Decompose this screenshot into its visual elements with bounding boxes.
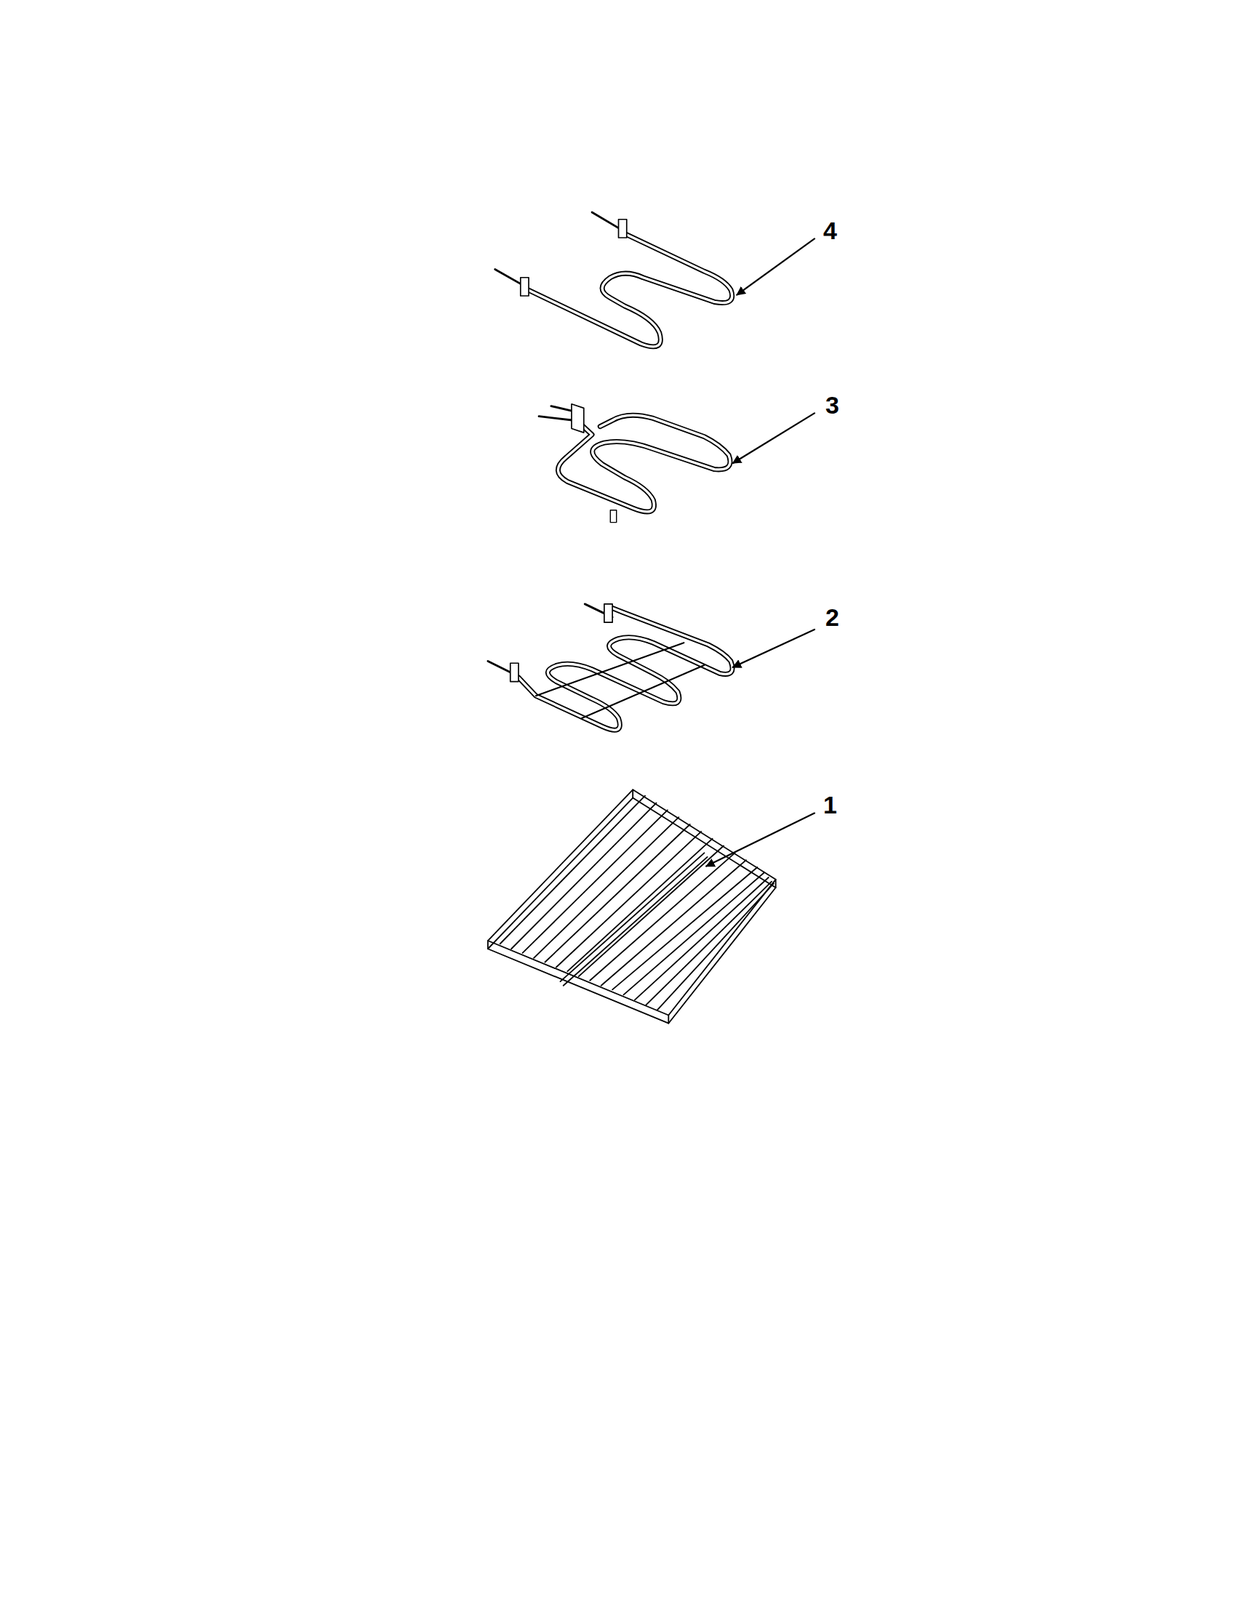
callout-number: 3 [825, 392, 840, 418]
leader-line [706, 238, 815, 867]
broil-element [538, 404, 731, 523]
heating-element [487, 604, 733, 731]
bake-element [495, 212, 733, 347]
callout-number: 1 [823, 792, 838, 818]
callout-number: 2 [825, 605, 840, 630]
callout-number: 4 [823, 218, 838, 243]
oven-rack [487, 789, 776, 1024]
